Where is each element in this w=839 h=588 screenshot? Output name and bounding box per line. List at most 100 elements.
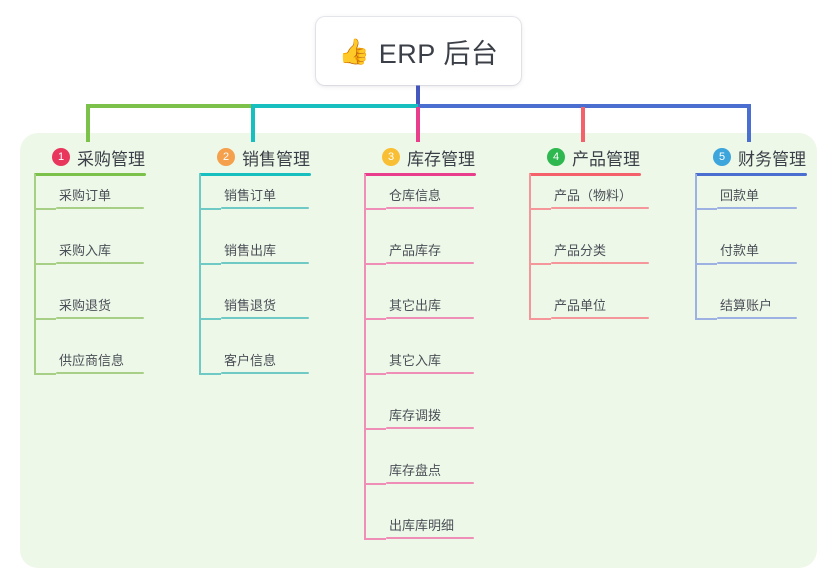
column-spine-5	[695, 174, 697, 319]
leaf-connector	[34, 318, 56, 320]
leaf-item-rule	[717, 207, 797, 209]
column-spine-4	[529, 174, 531, 319]
leaf-item-label: 采购退货	[59, 298, 112, 313]
leaf-item-label: 采购订单	[59, 188, 112, 203]
leaf-item-rule	[386, 427, 474, 429]
leaf-item-label: 回款单	[720, 188, 760, 203]
leaf-item-rule	[386, 207, 474, 209]
diagram-background-panel	[20, 133, 817, 568]
leaf-connector	[695, 318, 717, 320]
column-title-1: 采购管理	[77, 149, 145, 169]
leaf-item-rule	[386, 372, 474, 374]
leaf-connector	[199, 373, 221, 375]
leaf-item-rule	[56, 262, 144, 264]
leaf-item-rule	[717, 262, 797, 264]
column-badge-2: 2	[217, 148, 235, 166]
leaf-item-label: 库存调拨	[389, 408, 442, 423]
leaf-connector	[34, 373, 56, 375]
leaf-item-label: 销售出库	[224, 243, 277, 258]
leaf-connector	[695, 208, 717, 210]
leaf-connector	[529, 208, 551, 210]
leaf-item-label: 产品库存	[389, 243, 442, 258]
leaf-connector	[364, 208, 386, 210]
leaf-connector	[364, 263, 386, 265]
column-badge-4: 4	[547, 148, 565, 166]
leaf-item-label: 结算账户	[720, 298, 773, 313]
column-header-3[interactable]: 3 库存管理	[364, 145, 475, 169]
column-spine-3	[364, 174, 366, 539]
column-1: 1 采购管理采购订单采购入库采购退货供应商信息	[34, 145, 146, 375]
column-header-4[interactable]: 4 产品管理	[529, 145, 640, 169]
root-node-title: ERP 后台	[378, 38, 499, 69]
root-node-card[interactable]: 👍 ERP 后台	[316, 17, 521, 85]
column-2: 2 销售管理销售订单销售出库销售退货客户信息	[199, 145, 311, 375]
leaf-connector	[529, 263, 551, 265]
leaf-item-label: 销售退货	[224, 298, 277, 313]
thumbs-up-icon: 👍	[338, 37, 370, 66]
column-title-3: 库存管理	[407, 149, 475, 169]
leaf-item-label: 销售订单	[224, 188, 277, 203]
leaf-connector	[34, 263, 56, 265]
stub-line-2	[251, 104, 255, 142]
leaf-item-rule	[221, 317, 309, 319]
stub-line-5	[747, 104, 751, 142]
leaf-item-label: 产品分类	[554, 243, 607, 258]
leaf-connector	[34, 208, 56, 210]
column-spine-1	[34, 174, 36, 374]
leaf-connector	[364, 373, 386, 375]
leaf-item-rule	[551, 207, 649, 209]
column-header-2[interactable]: 2 销售管理	[199, 145, 310, 169]
leaf-item-label: 出库库明细	[389, 518, 455, 533]
bar-segment-teal	[252, 104, 419, 108]
leaf-item-rule	[551, 317, 649, 319]
column-badge-5: 5	[713, 148, 731, 166]
leaf-item-label: 产品单位	[554, 298, 607, 313]
column-spine-2	[199, 174, 201, 374]
leaf-connector	[364, 318, 386, 320]
leaf-connector	[199, 263, 221, 265]
leaf-item-rule	[221, 207, 309, 209]
column-rule-5	[695, 173, 807, 176]
leaf-item-rule	[386, 262, 474, 264]
leaf-connector	[364, 428, 386, 430]
column-rule-4	[529, 173, 641, 176]
leaf-connector	[364, 483, 386, 485]
column-rule-2	[199, 173, 311, 176]
bar-segment-green	[86, 104, 254, 108]
leaf-connector	[529, 318, 551, 320]
column-header-1[interactable]: 1 采购管理	[34, 145, 145, 169]
column-badge-3: 3	[382, 148, 400, 166]
stub-line-3	[416, 107, 420, 142]
leaf-item-rule	[221, 372, 309, 374]
column-4: 4 产品管理产品（物料） 产品分类产品单位	[529, 145, 649, 320]
stub-line-1	[86, 104, 90, 142]
column-rule-1	[34, 173, 146, 176]
column-title-2: 销售管理	[242, 149, 310, 169]
leaf-connector	[199, 208, 221, 210]
column-rule-3	[364, 173, 476, 176]
leaf-connector	[695, 263, 717, 265]
leaf-connector	[364, 538, 386, 540]
leaf-item-rule	[56, 372, 144, 374]
leaf-item-label: 其它出库	[389, 298, 442, 313]
stub-line-4	[581, 107, 585, 142]
leaf-item-label: 其它入库	[389, 353, 442, 368]
column-title-4: 产品管理	[572, 149, 640, 169]
trunk-line	[416, 85, 420, 107]
leaf-item-rule	[386, 537, 474, 539]
leaf-item-rule	[221, 262, 309, 264]
leaf-item-label: 供应商信息	[59, 353, 125, 368]
leaf-item-rule	[386, 482, 474, 484]
leaf-item-rule	[551, 262, 649, 264]
leaf-item-label: 客户信息	[224, 353, 277, 368]
leaf-item-label: 付款单	[720, 243, 760, 258]
bar-segment-blue	[418, 104, 751, 108]
leaf-item-label: 采购入库	[59, 243, 112, 258]
column-badge-1: 1	[52, 148, 70, 166]
leaf-item-label: 产品（物料）	[554, 188, 633, 203]
leaf-item-rule	[56, 207, 144, 209]
leaf-connector	[199, 318, 221, 320]
